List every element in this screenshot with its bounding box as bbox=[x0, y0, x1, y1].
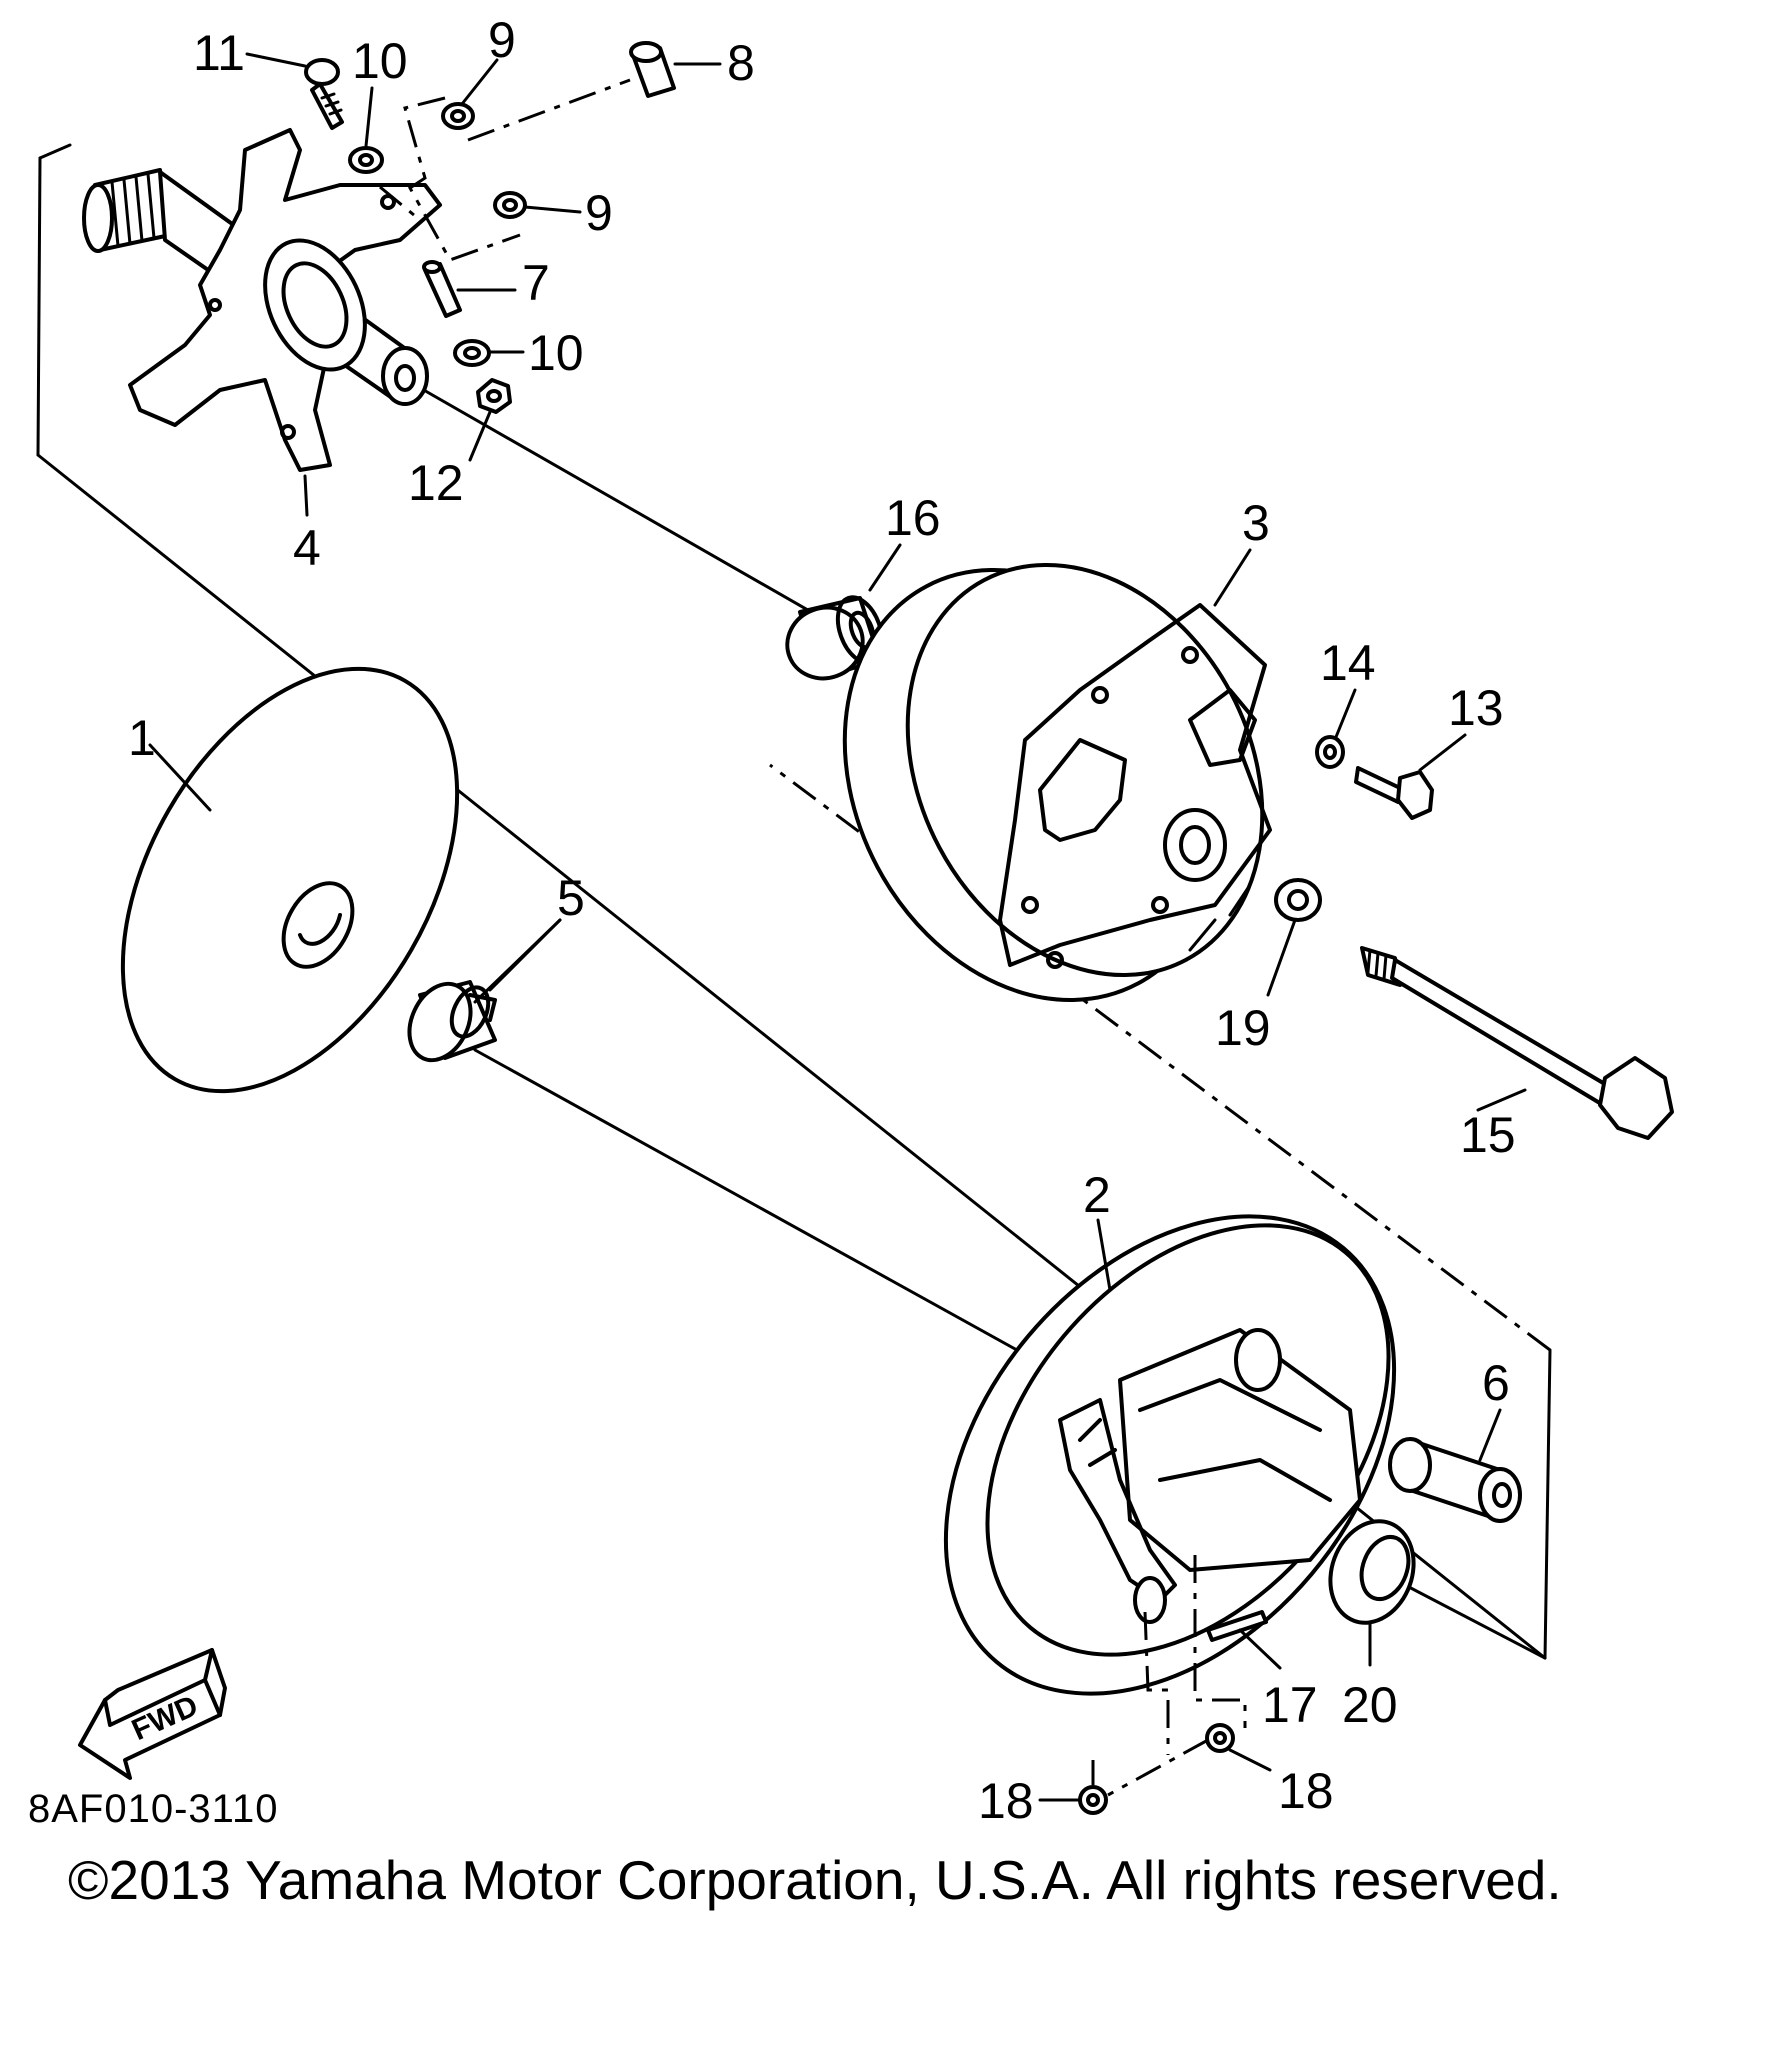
part-10-washer-lower bbox=[453, 339, 491, 367]
callout-18a: 18 bbox=[978, 1773, 1034, 1829]
part-7-pin bbox=[422, 260, 462, 318]
copyright-notice: ©2013 Yamaha Motor Corporation, U.S.A. A… bbox=[68, 1849, 1562, 1911]
callout-2: 2 bbox=[1083, 1167, 1111, 1223]
part-15-long-bolt bbox=[1360, 946, 1674, 1140]
part-18-collar-left bbox=[1078, 1785, 1108, 1815]
callout-14: 14 bbox=[1320, 635, 1376, 691]
callout-10b: 10 bbox=[528, 325, 584, 381]
callout-12: 12 bbox=[408, 455, 464, 511]
part-13-bolt bbox=[1354, 766, 1434, 820]
part-20-seal bbox=[1328, 1519, 1416, 1625]
callout-9a: 9 bbox=[488, 12, 516, 68]
part-10-washer-upper bbox=[348, 146, 384, 174]
part-3-cover bbox=[842, 562, 1272, 1002]
callout-13: 13 bbox=[1448, 680, 1504, 736]
part-6-sleeve bbox=[1388, 1437, 1522, 1523]
part-1-fixed-sheave bbox=[120, 666, 460, 1094]
callout-9b: 9 bbox=[585, 185, 613, 241]
part-2-movable-sheave bbox=[943, 1214, 1397, 1696]
callout-7: 7 bbox=[522, 255, 550, 311]
fwd-direction-arrow: FWD bbox=[78, 1648, 227, 1780]
callout-5: 5 bbox=[557, 870, 585, 926]
part-11-bolt bbox=[304, 58, 344, 130]
callout-11: 11 bbox=[193, 25, 245, 81]
lower-assembly-leaders bbox=[1091, 1555, 1247, 1797]
callout-16: 16 bbox=[885, 490, 941, 546]
part-4-primary-sheave-shaft bbox=[82, 128, 442, 472]
part-8-roller bbox=[629, 41, 676, 98]
callout-20: 20 bbox=[1342, 1677, 1398, 1733]
callout-numbers: 1 2 3 4 5 6 7 8 9 9 10 10 11 12 13 14 15… bbox=[128, 12, 1516, 1829]
weight-assembly-leaders bbox=[379, 78, 631, 262]
part-19-washer bbox=[1274, 878, 1322, 922]
callout-1: 1 bbox=[128, 710, 156, 766]
callout-6: 6 bbox=[1482, 1355, 1510, 1411]
callout-10a: 10 bbox=[352, 33, 408, 89]
callout-17: 17 bbox=[1262, 1677, 1318, 1733]
part-code: 8AF010-3110 bbox=[28, 1787, 278, 1831]
callout-3: 3 bbox=[1242, 495, 1270, 551]
part-9-collar-lower bbox=[493, 191, 527, 219]
part-18-collar-right bbox=[1205, 1723, 1235, 1753]
callout-19: 19 bbox=[1215, 1000, 1271, 1056]
callout-18b: 18 bbox=[1278, 1763, 1334, 1819]
callout-leader-lines bbox=[148, 52, 1527, 1802]
part-17-pin bbox=[1206, 1610, 1268, 1642]
part-5-bushing bbox=[407, 980, 497, 1063]
part-9-collar-upper bbox=[441, 102, 475, 130]
callout-15: 15 bbox=[1460, 1107, 1516, 1163]
callout-4: 4 bbox=[293, 520, 321, 576]
callout-8: 8 bbox=[727, 35, 755, 91]
part-12-nut bbox=[476, 378, 512, 414]
part-14-washer bbox=[1315, 735, 1345, 769]
